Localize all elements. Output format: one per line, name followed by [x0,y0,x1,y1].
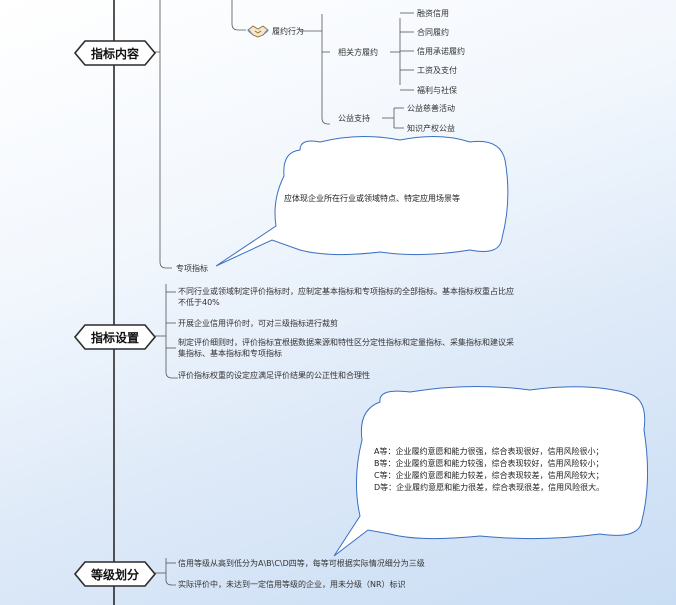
setting-item: 不同行业或领域制定评价指标时，应制定基本指标和专项指标的全部指标。基本指标权重占… [178,287,514,307]
callout-grades: A等：企业履约意愿和能力很强，综合表现很好，信用风险很小； B等：企业履约意愿和… [374,446,604,494]
section-content-label: 指标内容 [90,46,139,61]
grading-item: 信用等级从高到低分为A\B\C\D四等，每等可根据实际情况细分为三级 [178,559,425,568]
setting-item: 开展企业信用评价时，可对三级指标进行裁剪 [178,319,338,328]
setting-item: 评价指标权重的设定应满足评价结果的公正性和合理性 [178,371,370,380]
node-stakeholder-item[interactable]: 融资信用 [417,9,449,18]
grade-line: C等：企业履约意愿和能力较差，综合表现较差，信用风险较大； [374,471,604,480]
node-public-item[interactable]: 公益慈善活动 [407,104,455,113]
grading-item: 实际评价中，未达到一定信用等级的企业，用未分级（NR）标识 [178,580,406,589]
node-stakeholder-item[interactable]: 信用承诺履约 [417,47,465,56]
node-stakeholder-item[interactable]: 工资及支付 [417,66,457,75]
section-setting-node[interactable]: 指标设置 [73,323,157,351]
node-stakeholder-item[interactable]: 合同履约 [417,28,449,37]
setting-item: 制定评价细则时，评价指标宜根据数据来源和特性区分定性指标和定量指标、采集指标和建… [178,338,514,358]
node-public-item[interactable]: 知识产权公益 [407,124,455,133]
section-content-node[interactable]: 指标内容 [73,39,157,67]
handshake-icon [247,25,269,38]
callout-cloud-grades [333,385,649,557]
section-setting-label: 指标设置 [90,330,139,345]
grade-line: B等：企业履约意愿和能力较强，综合表现较好，信用风险较小； [374,459,604,468]
section-grading-node[interactable]: 等级划分 [73,560,157,588]
grade-line: A等：企业履约意愿和能力很强，综合表现很好，信用风险很小； [374,447,604,456]
node-stakeholder-item[interactable]: 福利与社保 [417,86,457,95]
grade-line: D等：企业履约意愿和能力很差，综合表现很差，信用风险很大。 [374,483,605,492]
node-special[interactable]: 专项指标 [176,264,208,273]
callout-cloud-special [215,135,509,267]
node-stakeholder[interactable]: 相关方履约 [338,48,378,57]
section-grading-label: 等级划分 [90,567,139,582]
callout-special-text: 应体现企业所在行业或领域特点、特定应用场景等 [284,194,460,203]
node-public[interactable]: 公益支持 [338,114,370,123]
node-performance[interactable]: 履约行为 [272,27,304,36]
